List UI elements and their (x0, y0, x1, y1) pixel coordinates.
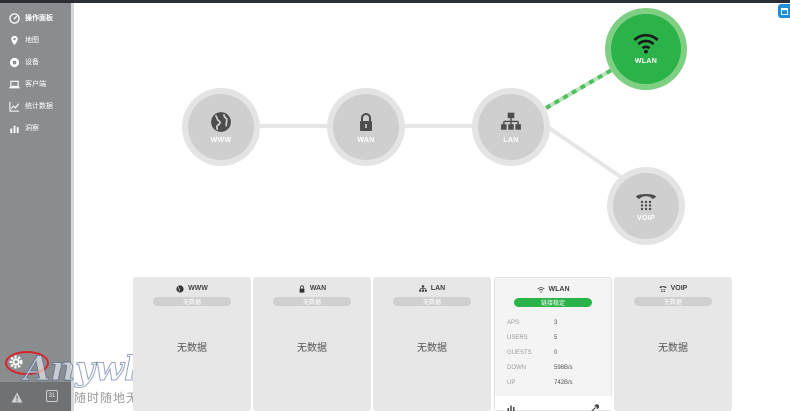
window-icon (780, 7, 788, 15)
wrench-icon[interactable] (591, 399, 600, 411)
stat-key: USERS (507, 335, 528, 341)
wifi-icon (633, 33, 659, 54)
stat-key: UP (507, 380, 516, 386)
node-label: VOIP (637, 214, 655, 222)
stat-value: 742B/s (554, 380, 573, 386)
status-badge: 链接稳定 (514, 297, 592, 307)
stat-row-up: UP 742B/s (507, 380, 602, 393)
globe-icon (211, 111, 231, 132)
stat-row-users: USERS 5 (507, 335, 602, 348)
status-badge: 无数据 (393, 296, 471, 306)
map-pin-icon (9, 35, 20, 46)
network-topology: WWW WAN LAN WLAN VOIP (74, 3, 790, 273)
stat-value: 5 (554, 335, 558, 341)
bar-chart-icon (9, 123, 20, 134)
node-label: WLAN (634, 58, 658, 65)
status-badge: 无数据 (153, 296, 231, 306)
sidebar-item-map[interactable]: 地图 (0, 29, 71, 51)
line-chart-icon (9, 101, 20, 112)
laptop-icon (9, 79, 20, 90)
network-icon (501, 112, 521, 130)
sidebar-item-insights[interactable]: 洞察 (0, 117, 71, 139)
stat-key: GUESTS (507, 350, 532, 356)
node-voip[interactable]: VOIP (607, 167, 685, 245)
stat-value: 0 (554, 350, 558, 356)
node-lan[interactable]: LAN (472, 88, 550, 166)
no-data-text: 无数据 (177, 343, 207, 354)
card-title: WWW (188, 285, 208, 292)
node-label: LAN (503, 136, 519, 144)
sidebar-footer (0, 382, 71, 411)
bar-chart-icon[interactable] (507, 399, 515, 411)
wifi-icon (536, 286, 545, 293)
lock-icon (299, 284, 305, 293)
alerts-count-badge[interactable]: 31 (46, 390, 58, 402)
card-title: VOIP (670, 285, 688, 292)
lock-icon (360, 112, 372, 131)
node-www[interactable]: WWW (182, 88, 260, 166)
sidebar-item-label: 操作面板 (25, 15, 53, 22)
stat-value: 3 (554, 320, 558, 326)
no-data-text: 无数据 (417, 343, 447, 354)
card-title: LAN (430, 285, 446, 292)
stat-value: 598B/s (554, 365, 573, 371)
watermark-slogan: 随时随地无线 (74, 391, 153, 405)
expand-button[interactable] (778, 4, 790, 18)
sidebar (0, 3, 71, 411)
node-label: WWW (210, 136, 232, 144)
globe-icon (176, 284, 184, 293)
dashboard-icon (9, 12, 20, 24)
sidebar-item-devices[interactable]: 设备 (0, 51, 71, 73)
no-data-text: 无数据 (297, 343, 327, 354)
stat-key: APS (507, 320, 520, 326)
sidebar-item-clients[interactable]: 客户端 (0, 73, 71, 95)
stat-row-aps: APS 3 (507, 320, 602, 333)
top-bar (0, 0, 790, 3)
settings-highlight (5, 351, 49, 375)
stat-row-down: DOWN 598B/s (507, 365, 602, 378)
sidebar-item-label: 设备 (25, 59, 39, 66)
card-title: WAN (309, 285, 327, 292)
card-voip[interactable]: VOIP 无数据 无数据 (614, 277, 732, 411)
device-icon (9, 57, 20, 68)
stat-row-guests: GUESTS 0 (507, 350, 602, 363)
gear-icon[interactable] (8, 354, 24, 370)
card-wan[interactable]: WAN 无数据 无数据 (253, 277, 371, 411)
phone-icon (659, 285, 667, 292)
status-badge: 无数据 (634, 296, 712, 306)
card-title: WLAN (548, 286, 570, 293)
phone-icon (636, 193, 656, 210)
sidebar-item-dashboard[interactable]: 操作面板 (0, 7, 71, 29)
node-label: WAN (357, 136, 375, 144)
sidebar-item-label: 地图 (25, 37, 39, 44)
sidebar-item-statistics[interactable]: 统计数据 (0, 95, 71, 117)
node-wan[interactable]: WAN (327, 88, 405, 166)
sidebar-item-label: 客户端 (25, 81, 46, 88)
status-badge: 无数据 (273, 296, 351, 306)
sidebar-item-label: 统计数据 (25, 103, 53, 110)
network-icon (419, 284, 427, 292)
node-wlan[interactable]: WLAN (605, 8, 687, 90)
card-footer (495, 396, 613, 410)
sidebar-item-label: 洞察 (25, 125, 39, 132)
stat-key: DOWN (507, 365, 526, 371)
card-wlan[interactable]: WLAN 链接稳定 APS 3 USERS 5 GUESTS 0 DOWN 598B/s… (494, 277, 613, 411)
no-data-text: 无数据 (658, 343, 688, 354)
sidebar-divider (71, 3, 74, 411)
warning-icon[interactable] (11, 390, 23, 403)
card-lan[interactable]: LAN 无数据 无数据 (373, 277, 491, 411)
card-www[interactable]: WWW 无数据 无数据 (133, 277, 251, 411)
